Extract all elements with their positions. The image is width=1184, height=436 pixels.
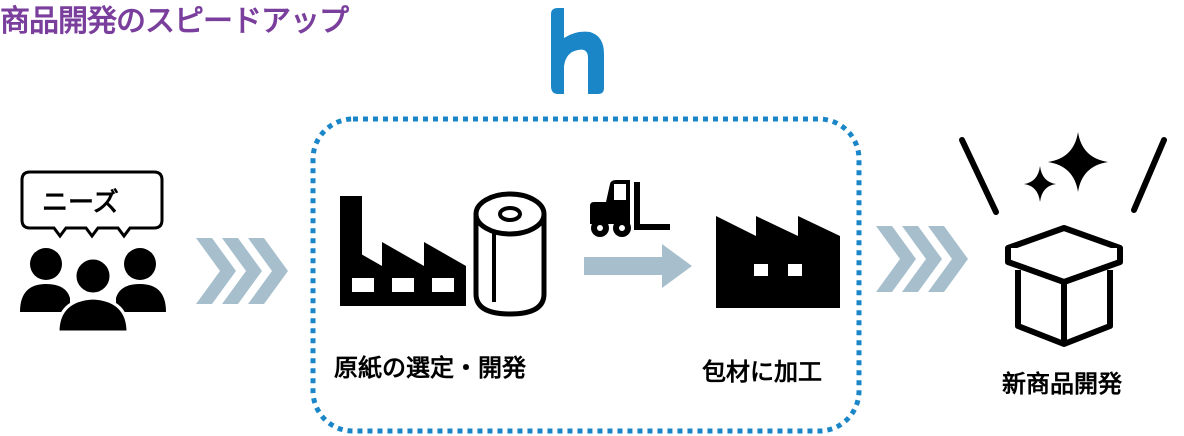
paper-roll-icon [473,191,547,317]
gift-box-icon [1005,225,1123,347]
page-title: 商品開発のスピードアップ [0,4,349,39]
process-left-label: 原紙の選定・開発 [334,354,526,382]
process-right-label: 包材に加工 [702,358,822,386]
chevron-arrow-icon [876,226,968,292]
forklift-icon [590,180,670,237]
chevron-arrow-icon [196,238,288,304]
result-label: 新商品開発 [1002,370,1122,398]
factory-icon [716,216,840,308]
needs-label: ニーズ [42,188,119,218]
process-box [310,116,862,434]
factory-icon [340,196,466,306]
people-group-icon [20,248,166,334]
speech-bubble [20,170,164,239]
arrow-right-icon [584,244,692,288]
h-logo-icon [551,8,604,94]
sparkle-icon [959,132,1167,215]
